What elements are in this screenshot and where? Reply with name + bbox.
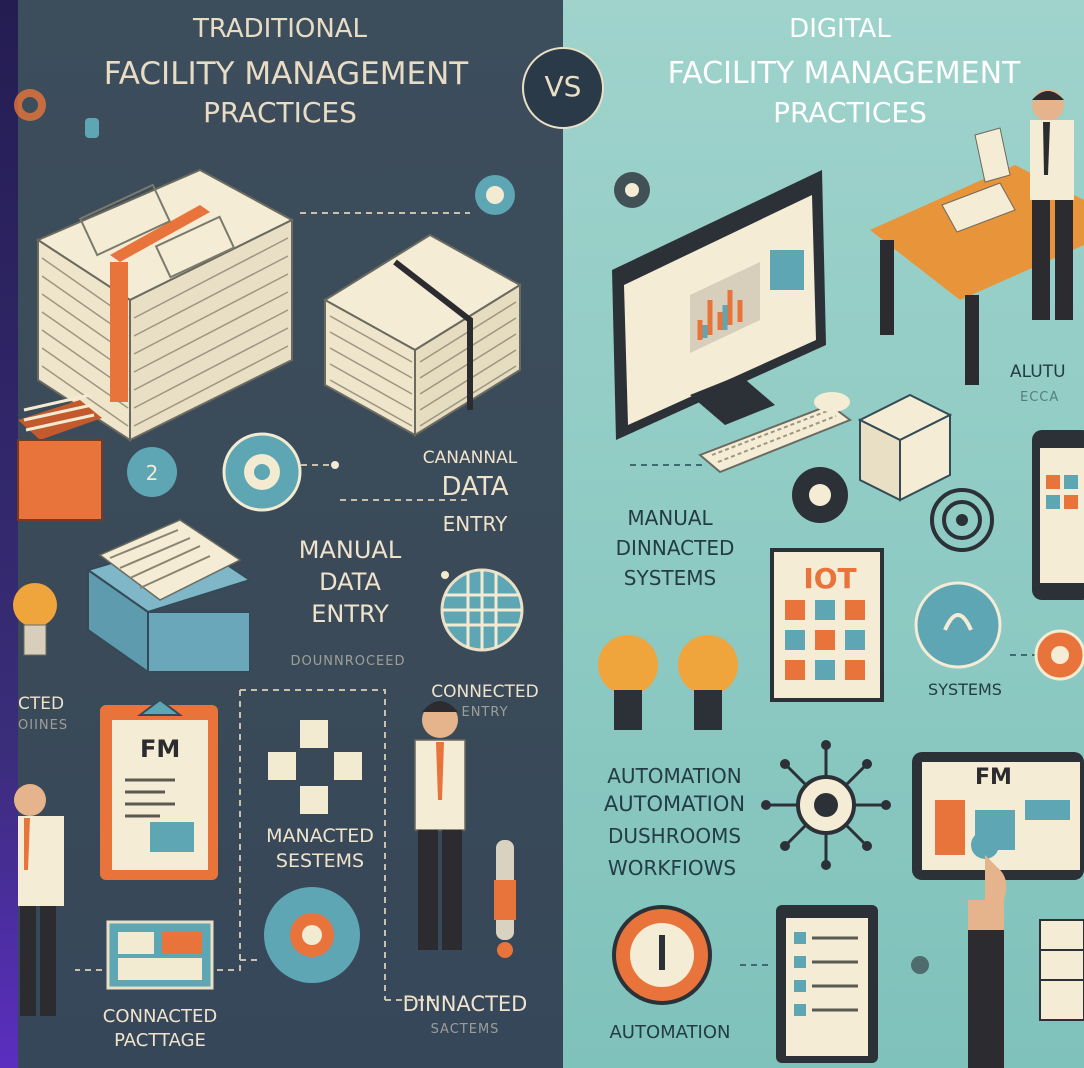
traditional-panel xyxy=(0,0,563,1068)
left-title-line1: TRADITIONAL xyxy=(192,14,368,44)
label-downroded: DOUNNROCEED xyxy=(290,654,406,669)
label-automation2: AUTOMATION xyxy=(603,792,746,816)
label-manual: MANUAL xyxy=(298,536,402,564)
label-ecca: ECCA xyxy=(1020,390,1060,405)
label-connacted: CONNACTED xyxy=(102,1006,218,1027)
paper-stack-large xyxy=(35,168,295,442)
label-entry3: ENTRY xyxy=(461,705,509,720)
label-oines: OIINES xyxy=(18,718,69,733)
fm-tablet-label: FM xyxy=(975,765,1012,790)
label-dinnacted-right: DINNACTED xyxy=(615,536,735,560)
fm-clipboard-label: FM xyxy=(140,735,181,763)
label-entry2: ENTRY xyxy=(311,600,389,628)
svg-text:2: 2 xyxy=(146,461,159,485)
label-data: DATA xyxy=(441,472,509,502)
left-icons: 2 xyxy=(13,89,524,990)
vs-badge xyxy=(522,47,604,129)
label-systems-right: SYSTEMS xyxy=(623,566,717,590)
label-manual-right: MANUAL xyxy=(627,506,713,530)
label-workflows: WORKFIOWS xyxy=(607,856,737,880)
label-sestems: SESTEMS xyxy=(275,850,365,872)
vs-label: VS xyxy=(544,70,582,103)
label-canannal: CANANNAL xyxy=(422,448,518,468)
right-title-line3: PRACTICES xyxy=(773,96,927,129)
paper-stack-small xyxy=(323,233,522,437)
left-title-line2: FACILITY MANAGEMENT xyxy=(103,56,469,92)
label-alutu: ALUTU xyxy=(1010,362,1066,382)
label-automation3: AUTOMATION xyxy=(609,1022,731,1043)
label-data2: DATA xyxy=(319,568,381,596)
label-entry: ENTRY xyxy=(442,512,508,536)
desk-with-man xyxy=(870,89,1084,385)
man-standing-edge xyxy=(14,784,64,1016)
left-title-line3: PRACTICES xyxy=(203,96,357,129)
right-title-line1: DIGITAL xyxy=(789,14,891,44)
label-manacted: MANACTED xyxy=(266,825,374,847)
man-standing-left xyxy=(414,701,466,950)
label-dinnacted: DINNACTED xyxy=(402,992,528,1016)
iot-label: IOT xyxy=(803,562,857,595)
label-systems2: SYSTEMS xyxy=(928,680,1002,699)
label-dushrooms: DUSHROOMS xyxy=(607,824,742,848)
left-edge-strip xyxy=(0,0,18,1068)
label-automation1: AUTOMATION xyxy=(607,764,742,788)
desktop-monitor xyxy=(612,170,853,474)
right-title-line2: FACILITY MANAGEMENT xyxy=(667,56,1021,91)
label-cted: CTED xyxy=(18,694,65,714)
right-icons xyxy=(598,172,1084,1068)
label-connected: CONNECTED xyxy=(431,682,539,702)
label-pacttage: PACTTAGE xyxy=(114,1030,206,1051)
label-sactems: SACTEMS xyxy=(430,1022,500,1037)
